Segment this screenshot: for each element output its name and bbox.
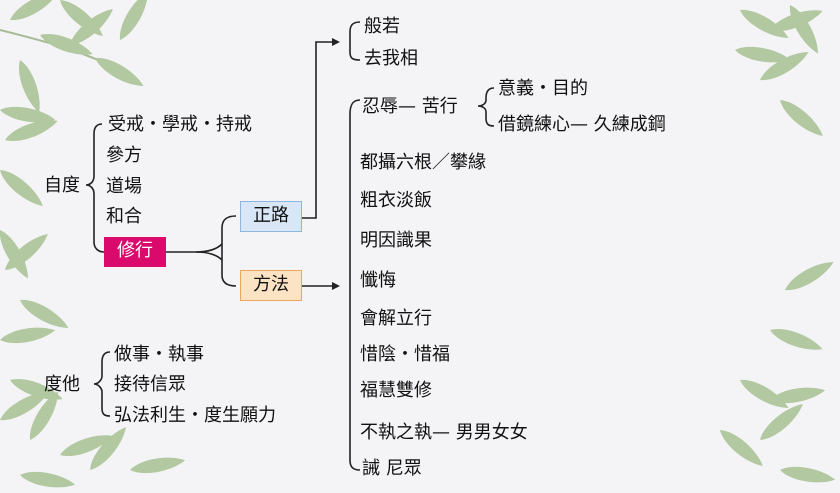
zidu-label: 自度 — [44, 175, 80, 196]
fangfa-item-jie: 誡 尼眾 — [362, 458, 422, 479]
renru-sub-yiyi: 意義・目的 — [498, 78, 588, 99]
fangfa-item-buzhi: 不執之執— 男男女女 — [360, 422, 528, 443]
duta-item-zuoshi: 做事・執事 — [114, 344, 204, 365]
zidu-item-canfang: 參方 — [106, 145, 142, 166]
zhenglu-node: 正路 — [240, 201, 302, 232]
zhenglu-item-bore: 般若 — [364, 16, 400, 37]
fangfa-item-cuyi: 粗衣淡飯 — [360, 190, 432, 211]
fangfa-item-xiyin: 惜陰・惜福 — [360, 344, 450, 365]
fangfa-node: 方法 — [240, 270, 302, 301]
fangfa-item-renru: 忍辱— 苦行 — [362, 96, 458, 117]
zidu-item-jie: 受戒・學戒・持戒 — [108, 114, 252, 135]
zidu-item-daochang: 道場 — [106, 176, 142, 197]
fangfa-item-mingyin: 明因識果 — [360, 230, 432, 251]
fangfa-item-dushe: 都攝六根／攀緣 — [360, 152, 486, 173]
renru-sub-jiejing: 借鏡練心— 久練成鋼 — [498, 114, 666, 135]
zidu-item-hehe: 和合 — [106, 206, 142, 227]
zhenglu-item-quwoxiang: 去我相 — [364, 48, 418, 69]
fangfa-item-chanhui: 懺悔 — [360, 270, 396, 291]
duta-label: 度他 — [44, 374, 80, 395]
duta-item-hongfa: 弘法利生・度生願力 — [114, 405, 276, 426]
fangfa-item-huijie: 會解立行 — [360, 308, 432, 329]
fangfa-item-fuhui: 福慧雙修 — [360, 380, 432, 401]
xiuxing-node: 修行 — [104, 237, 166, 267]
duta-item-jiedai: 接待信眾 — [114, 374, 186, 395]
